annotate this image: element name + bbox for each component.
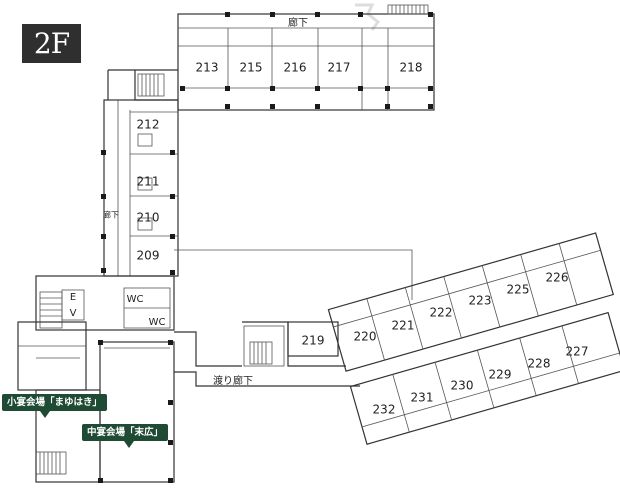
room-232-label: 232 xyxy=(373,403,396,417)
east-wing-lower xyxy=(349,311,620,445)
room-211-label: 211 xyxy=(137,175,160,189)
floor-badge: 2F xyxy=(22,24,81,63)
room-227-label: 227 xyxy=(566,345,589,359)
room-229-label: 229 xyxy=(489,368,512,382)
room-230-label: 230 xyxy=(451,379,474,393)
decorative-mark xyxy=(355,3,381,31)
room-213-label: 213 xyxy=(196,61,219,75)
room-231-label: 231 xyxy=(411,391,434,405)
medium-banquet-callout[interactable]: 中宴会場「末広」 xyxy=(82,424,169,448)
bridge-corridor xyxy=(174,249,413,387)
small-banquet-callout[interactable]: 小宴会場「まゆはき」 xyxy=(2,394,108,418)
elevator-label-e: E xyxy=(70,292,76,303)
room-220-label: 220 xyxy=(354,330,377,344)
corridor-label: 廊下 xyxy=(288,16,308,29)
room-226-label: 226 xyxy=(546,271,569,285)
medium-banquet-hall xyxy=(98,340,175,483)
room-219-label: 219 xyxy=(302,334,325,348)
stair-north xyxy=(107,69,178,101)
corridor-label-west: 廊下 xyxy=(103,210,119,220)
east-wing-upper xyxy=(327,232,615,372)
room-228-label: 228 xyxy=(528,357,551,371)
room-221-label: 221 xyxy=(392,319,415,333)
room-225-label: 225 xyxy=(507,283,530,297)
room-217-label: 217 xyxy=(328,61,351,75)
block-219 xyxy=(243,321,339,367)
room-215-label: 215 xyxy=(240,61,263,75)
room-210-label: 210 xyxy=(137,211,160,225)
north-wing xyxy=(177,4,435,111)
room-223-label: 223 xyxy=(469,294,492,308)
room-218-label: 218 xyxy=(400,61,423,75)
room-212-label: 212 xyxy=(137,118,160,132)
elevator-label-v: V xyxy=(70,308,77,319)
room-209-label: 209 xyxy=(137,249,160,263)
room-222-label: 222 xyxy=(430,306,453,320)
west-lower-block xyxy=(17,275,175,483)
wc-label-1: WC xyxy=(127,294,144,305)
wc-label-2: WC xyxy=(149,317,166,328)
room-216-label: 216 xyxy=(284,61,307,75)
bridge-corridor-label: 渡り廊下 xyxy=(213,374,253,387)
